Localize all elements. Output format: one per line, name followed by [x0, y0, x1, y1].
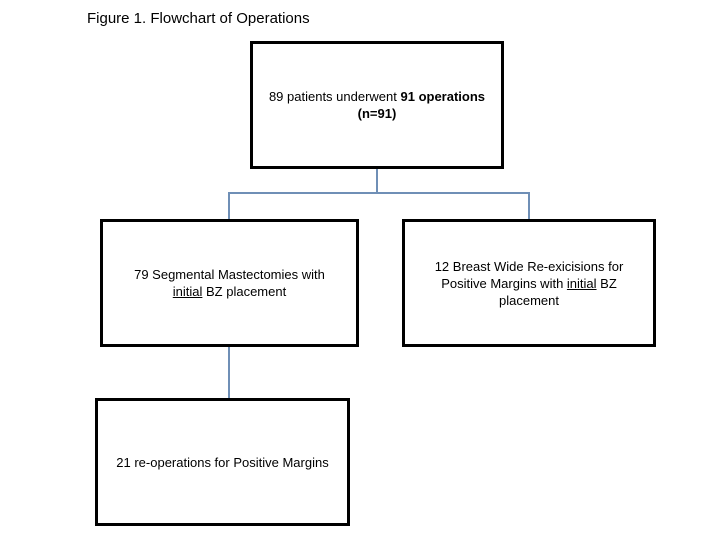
right-text-line3: placement — [499, 292, 559, 308]
root-box: 89 patients underwent 91 operations (n=9… — [250, 41, 504, 169]
root-bold-n: (n=91) — [357, 106, 397, 121]
connector-right-down — [528, 192, 530, 220]
connector-root-down — [376, 168, 378, 193]
connector-left-down — [228, 192, 230, 220]
left-text-line1: 79 Segmental Mastectomies with — [134, 267, 325, 282]
figure-title: Figure 1. Flowchart of Operations — [87, 10, 310, 27]
left-underlined-initial: initial — [172, 284, 203, 299]
child-text: 21 re-operations for Positive Margins — [116, 454, 329, 470]
connector-horizontal — [228, 192, 530, 194]
root-bold-operations: 91 operations — [400, 89, 486, 104]
connector-left-to-child — [228, 345, 230, 399]
right-text-line1: 12 Breast Wide Re-exicisions for — [434, 258, 624, 274]
child-box: 21 re-operations for Positive Margins — [95, 398, 350, 526]
right-underlined-initial: initial — [566, 275, 597, 291]
root-text: 89 patients underwent — [268, 89, 401, 104]
right-text-line2: Positive Margins with — [441, 275, 567, 291]
left-box: 79 Segmental Mastectomies with initial B… — [100, 219, 359, 347]
left-text-line2: BZ placement — [202, 284, 287, 299]
right-text-bz: BZ — [596, 275, 617, 291]
right-box: 12 Breast Wide Re-exicisions for Positiv… — [402, 219, 656, 347]
